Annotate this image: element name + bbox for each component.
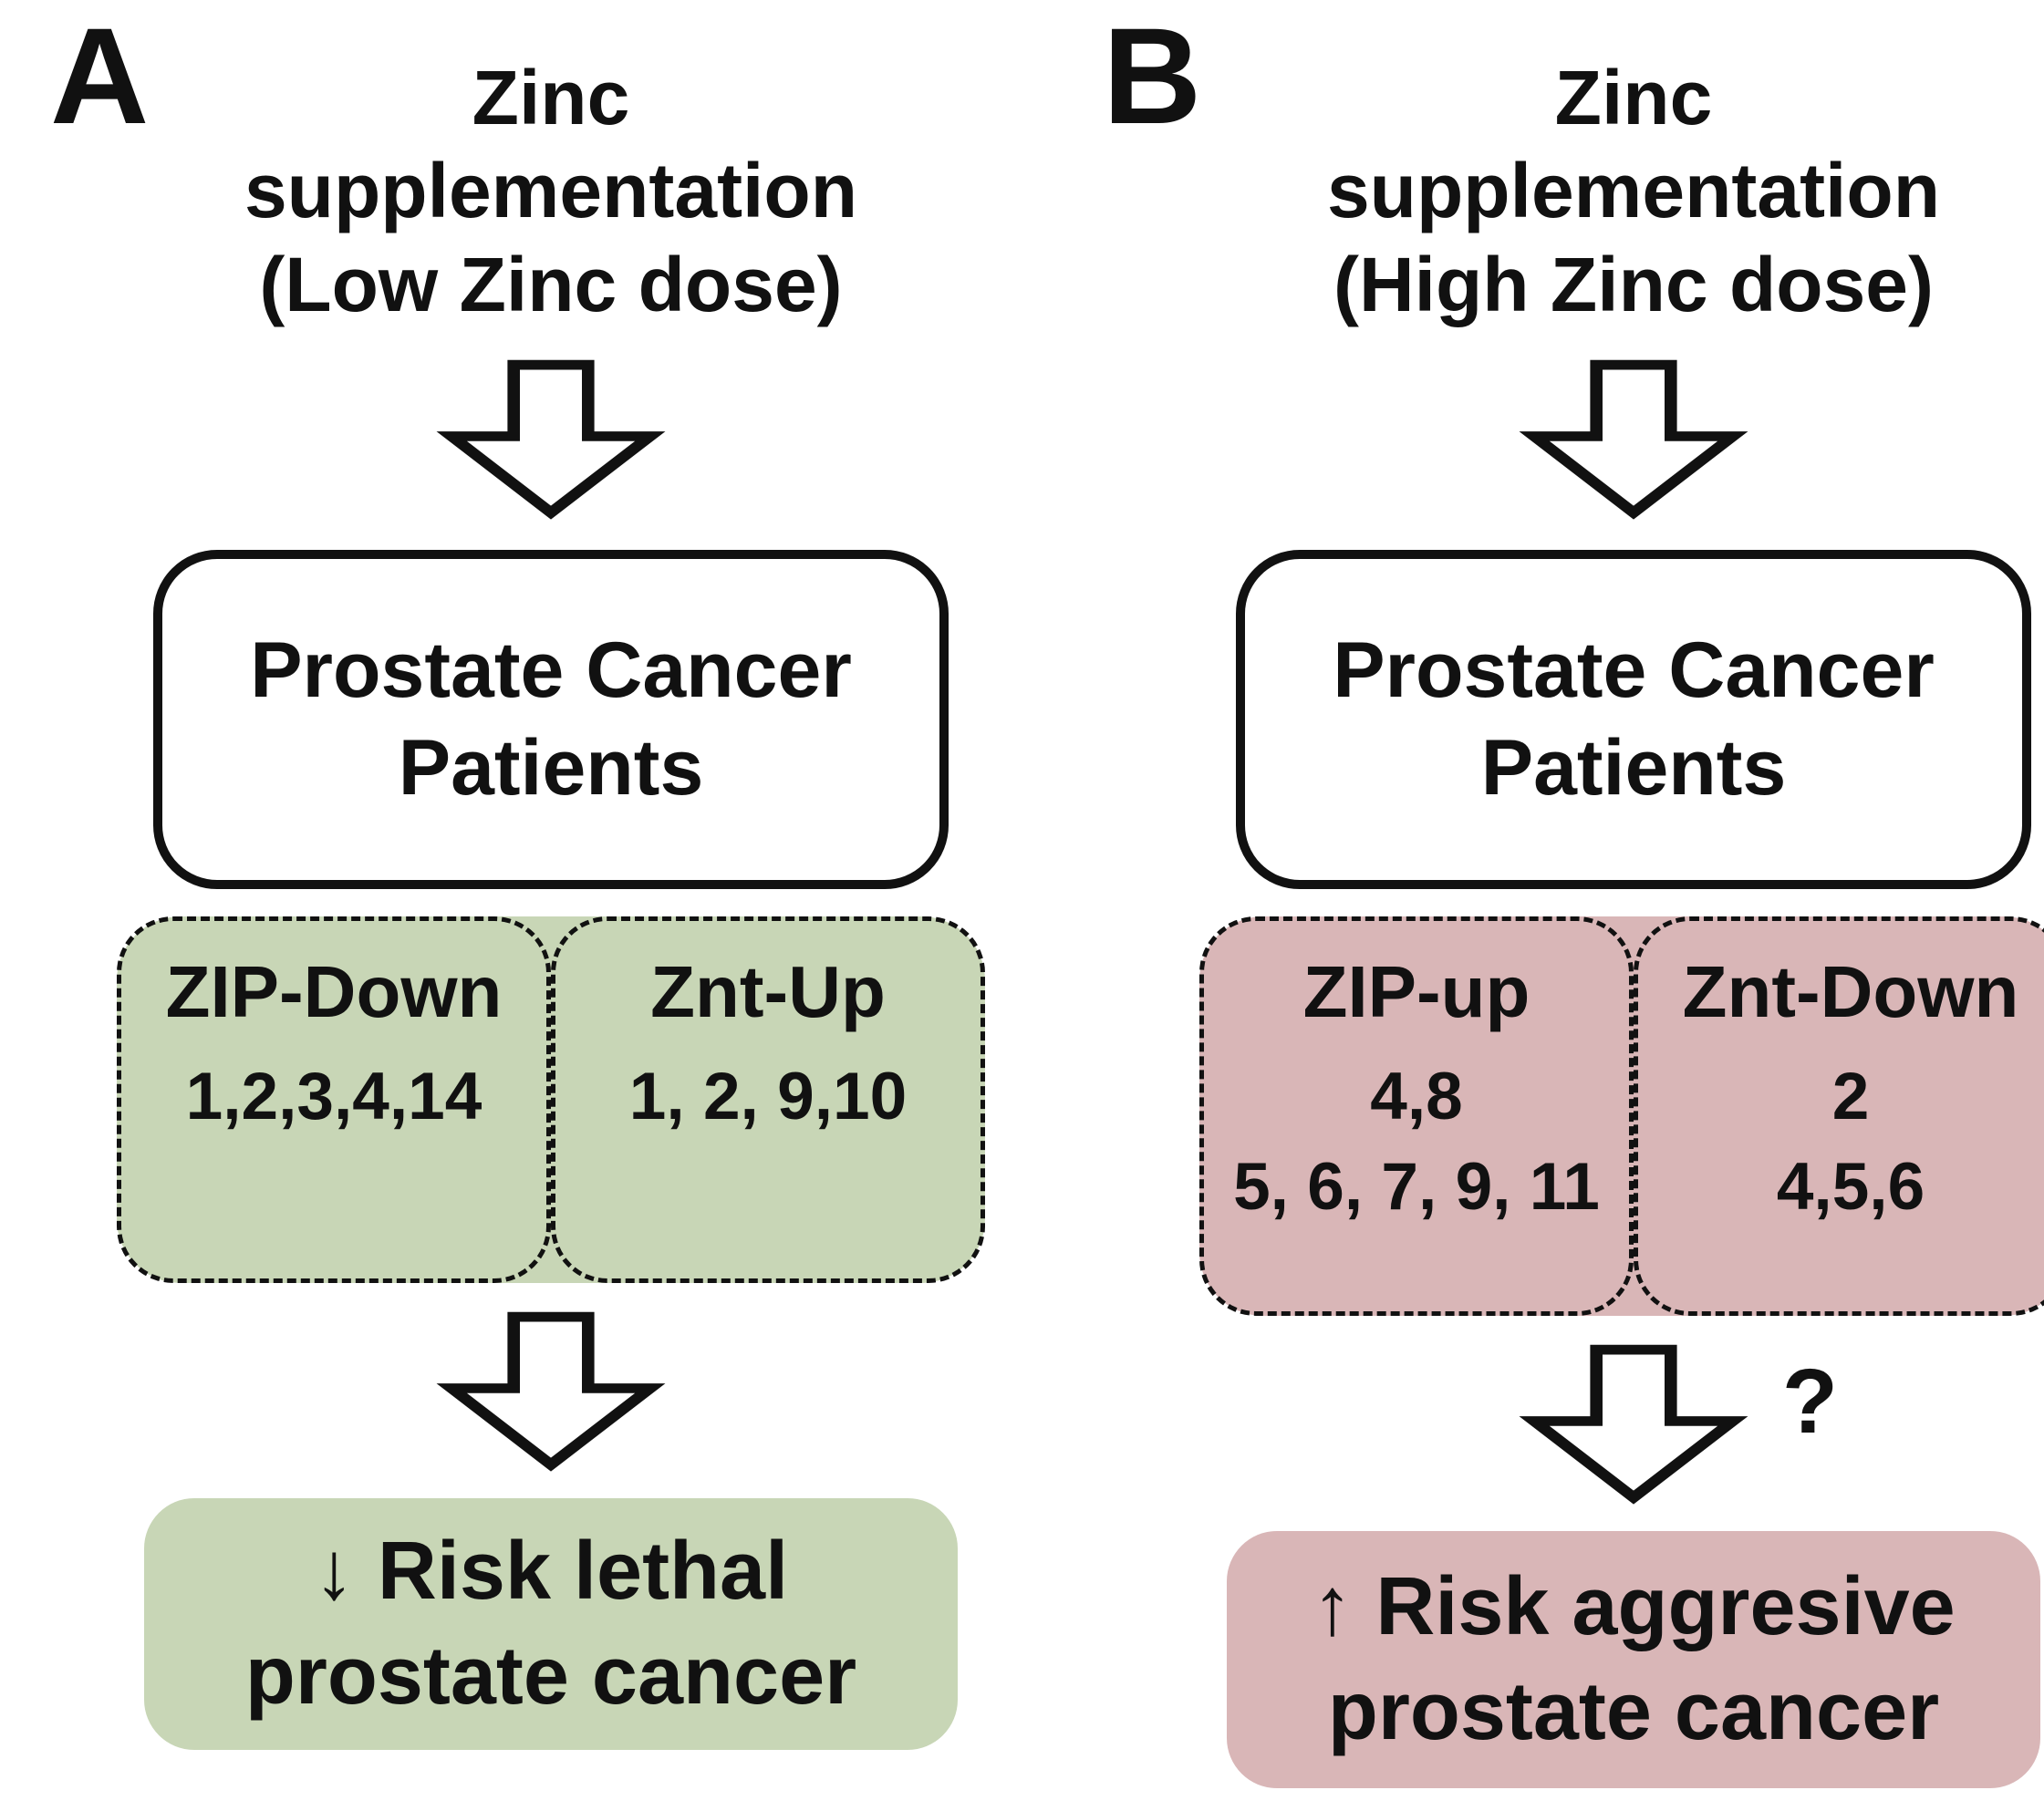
transporter-name: Znt-Up: [650, 951, 886, 1033]
transporter-box-zip: ZIP-up 4,8 5, 6, 7, 9, 11: [1199, 916, 1634, 1317]
transporter-name: Znt-Down: [1682, 951, 2019, 1033]
transporter-name: ZIP-Down: [165, 951, 503, 1033]
panel-b-content: Zinc supplementation (High Zinc dose) Pr…: [1196, 35, 2044, 1789]
transporter-group-b: ZIP-up 4,8 5, 6, 7, 9, 11 Znt-Down 2 4,5…: [1199, 916, 2044, 1317]
transporter-box-znt: Znt-Down 2 4,5,6: [1634, 916, 2044, 1317]
outcome-box: ↓ Risk lethal prostate cancer: [144, 1498, 958, 1751]
transporter-group-a: ZIP-Down 1,2,3,4,14 Znt-Up 1, 2, 9,10: [117, 916, 985, 1284]
panel-b-label: B: [1103, 0, 1202, 152]
patients-box: Prostate Cancer Patients: [153, 550, 949, 890]
down-arrow-icon: ?: [1510, 1343, 1838, 1506]
patients-box: Prostate Cancer Patients: [1236, 550, 2031, 890]
down-arrow-icon: [427, 358, 675, 521]
down-arrow-icon: [1510, 358, 1758, 521]
panel-a-label: A: [50, 0, 150, 152]
transporter-box-znt: Znt-Up 1, 2, 9,10: [551, 916, 985, 1284]
transporter-numbers: 2 4,5,6: [1776, 1060, 1925, 1224]
panel-b-title: Zinc supplementation (High Zinc dose): [1326, 55, 1941, 327]
panel-b: B Zinc supplementation (High Zinc dose) …: [1022, 0, 2044, 1811]
transporter-numbers: 1, 2, 9,10: [628, 1060, 908, 1134]
transporter-name: ZIP-up: [1302, 951, 1530, 1033]
panel-a-content: Zinc supplementation (Low Zinc dose) Pro…: [113, 35, 989, 1751]
down-arrow-icon: [427, 1310, 675, 1473]
transporter-numbers: 1,2,3,4,14: [185, 1060, 482, 1134]
panel-a: A Zinc supplementation (Low Zinc dose) P…: [50, 0, 989, 1751]
question-mark: ?: [1781, 1350, 1838, 1454]
transporter-numbers: 4,8 5, 6, 7, 9, 11: [1233, 1060, 1600, 1224]
outcome-box: ↑ Risk aggresive prostate cancer: [1227, 1531, 2040, 1789]
transporter-box-zip: ZIP-Down 1,2,3,4,14: [117, 916, 551, 1284]
panel-a-title: Zinc supplementation (Low Zinc dose): [244, 55, 858, 327]
